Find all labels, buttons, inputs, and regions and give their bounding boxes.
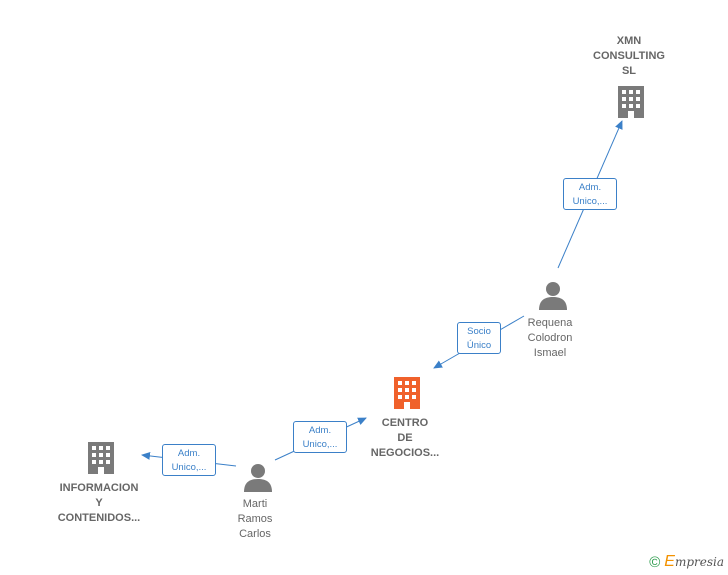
building-icon[interactable] <box>85 441 117 475</box>
node-label-marti[interactable]: Marti Ramos Carlos <box>205 497 305 542</box>
copyright-icon: © <box>649 553 661 571</box>
label-line: INFORMACION <box>59 482 139 494</box>
edge-label-requena-xmn[interactable]: Adm. Unico,... <box>563 178 617 210</box>
label-line: Carlos <box>239 528 271 540</box>
label-line: Colodron <box>527 332 573 344</box>
person-icon[interactable] <box>537 280 569 310</box>
edge-label-line: Adm. <box>177 448 201 459</box>
edge-label-requena-centro[interactable]: Socio Único <box>457 322 501 354</box>
label-line: NEGOCIOS... <box>370 447 440 459</box>
edge-label-line: Unico,... <box>572 196 608 207</box>
node-label-xmn-consulting[interactable]: XMN CONSULTING SL <box>579 34 679 79</box>
edge-label-line: Adm. <box>308 425 332 436</box>
edge-label-line: Unico,... <box>171 462 207 473</box>
footer-brand: © Empresia <box>649 553 724 571</box>
label-line: CONTENIDOS... <box>57 512 141 524</box>
label-line: Ramos <box>237 513 273 525</box>
label-line: SL <box>621 65 637 77</box>
label-line: CONSULTING <box>593 50 665 62</box>
label-line: Requena <box>527 317 573 329</box>
person-icon[interactable] <box>242 462 274 492</box>
label-line: Ismael <box>533 347 567 359</box>
edge-label-marti-informacion[interactable]: Adm. Unico,... <box>162 444 216 476</box>
brand-initial: E <box>664 553 675 570</box>
label-line: Y <box>95 497 103 509</box>
label-line: XMN <box>616 35 642 47</box>
brand-name: mpresia <box>674 555 724 569</box>
edge-label-line: Único <box>466 340 492 351</box>
label-line: Marti <box>242 498 268 510</box>
edge-label-line: Unico,... <box>302 439 338 450</box>
edge-label-line: Adm. <box>578 182 602 193</box>
empresia-logo[interactable]: Empresia <box>664 553 724 571</box>
node-label-centro-de-negocios[interactable]: CENTRO DE NEGOCIOS... <box>355 416 455 461</box>
label-line: DE <box>397 432 413 444</box>
node-label-informacion-y-contenidos[interactable]: INFORMACION Y CONTENIDOS... <box>44 481 154 526</box>
building-icon[interactable] <box>615 85 647 119</box>
building-focus-icon[interactable] <box>391 376 423 410</box>
edge-label-marti-centro[interactable]: Adm. Unico,... <box>293 421 347 453</box>
edge-label-line: Socio <box>467 326 491 337</box>
node-label-requena[interactable]: Requena Colodron Ismael <box>500 316 600 361</box>
label-line: CENTRO <box>381 417 429 429</box>
